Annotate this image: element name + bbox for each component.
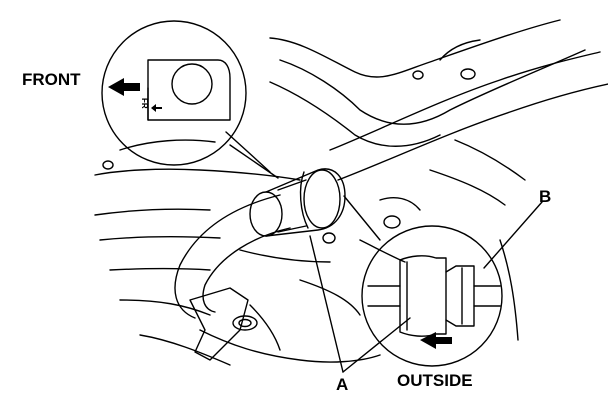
outside-detail-callout — [343, 195, 503, 367]
fr-detail-callout — [101, 20, 279, 179]
fr-arrow-icon — [151, 104, 162, 112]
stabilizer-bushing — [249, 168, 346, 237]
arrow-left-icon — [420, 332, 452, 349]
chassis-frame — [94, 19, 586, 366]
stabilizer-bar — [329, 51, 608, 181]
arrow-left-icon — [108, 78, 140, 96]
callout-a-label: A — [336, 375, 349, 394]
mounting-holes — [102, 68, 476, 331]
outside-label: OUTSIDE — [397, 371, 473, 390]
callout-b-label: B — [539, 187, 552, 206]
lower-bracket — [189, 287, 249, 361]
fr-mark-label: FR — [140, 98, 149, 109]
front-label: FRONT — [22, 70, 81, 89]
callout-leaders — [309, 201, 543, 373]
